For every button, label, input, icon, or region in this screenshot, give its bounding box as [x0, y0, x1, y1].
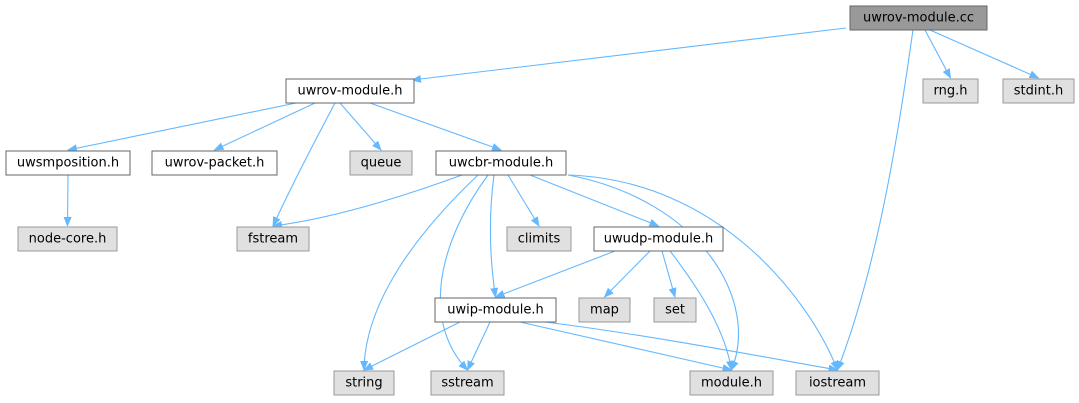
- node-uwip[interactable]: uwip-module.h: [434, 297, 557, 323]
- edge-uwrovh-to-fstream: [272, 102, 336, 227]
- node-climits: climits: [506, 226, 572, 252]
- edge-uwcbr-to-iostream: [567, 174, 839, 371]
- edge-root-to-stdint: [929, 29, 1040, 79]
- node-moduleh: module.h: [689, 370, 774, 396]
- edge-root-to-iostream: [836, 29, 914, 371]
- node-label: uwrov-module.cc: [863, 11, 974, 26]
- node-label: map: [590, 303, 619, 318]
- node-iostream: iostream: [795, 370, 880, 396]
- node-root[interactable]: uwrov-module.cc: [849, 5, 988, 31]
- node-label: climits: [518, 232, 561, 247]
- node-box: [333, 370, 395, 396]
- node-string: string: [333, 370, 395, 396]
- edge-uwcbr-to-string: [360, 174, 479, 371]
- node-label: uwrov-packet.h: [165, 156, 265, 171]
- node-label: string: [345, 376, 382, 391]
- node-queue: queue: [349, 150, 413, 176]
- node-sstream: sstream: [430, 370, 505, 396]
- edge-uwip-to-moduleh: [519, 321, 733, 372]
- node-box: [795, 370, 880, 396]
- node-box: [1002, 78, 1075, 104]
- edge-uwcbr-to-climits: [507, 174, 540, 227]
- node-box: [430, 370, 505, 396]
- node-rng: rng.h: [922, 78, 979, 104]
- node-label: uwcbr-module.h: [449, 156, 554, 171]
- node-uwrovpkt[interactable]: uwrov-packet.h: [151, 150, 278, 176]
- node-label: uwsmposition.h: [17, 156, 119, 171]
- edge-uwrovh-to-uwcbr: [369, 102, 502, 151]
- edge-uwudp-to-uwip: [494, 250, 616, 298]
- edge-uwudp-to-set: [661, 250, 677, 298]
- node-box: [349, 150, 413, 176]
- node-uwrovh[interactable]: uwrov-module.h: [285, 78, 415, 104]
- edge-uwcbr-to-moduleh: [567, 174, 739, 371]
- edge-uwcbr-to-fstream: [272, 174, 463, 229]
- node-uwudp[interactable]: uwudp-module.h: [593, 226, 724, 252]
- node-box: [653, 297, 697, 323]
- node-box: [593, 226, 724, 252]
- node-label: set: [665, 303, 685, 318]
- node-box: [506, 226, 572, 252]
- edge-uwip-to-string: [363, 321, 461, 371]
- node-label: uwrov-module.h: [297, 84, 402, 99]
- node-fstream: fstream: [236, 226, 310, 252]
- node-box: [435, 150, 567, 176]
- node-nodecore: node-core.h: [17, 226, 118, 252]
- node-stdint: stdint.h: [1002, 78, 1075, 104]
- node-box: [578, 297, 631, 323]
- node-label: uwip-module.h: [447, 303, 544, 318]
- node-label: sstream: [441, 376, 493, 391]
- node-box: [922, 78, 979, 104]
- edge-uwsm-to-nodecore: [63, 174, 72, 227]
- node-uwcbr[interactable]: uwcbr-module.h: [435, 150, 567, 176]
- node-label: fstream: [248, 232, 298, 247]
- node-map: map: [578, 297, 631, 323]
- edge-uwcbr-to-uwudp: [529, 174, 660, 227]
- node-uwsm[interactable]: uwsmposition.h: [5, 150, 131, 176]
- edge-uwip-to-sstream: [467, 321, 491, 371]
- edge-uwip-to-iostream: [544, 321, 839, 373]
- edge-uwudp-to-moduleh: [669, 250, 735, 371]
- node-label: queue: [361, 156, 402, 171]
- node-box: [5, 150, 131, 176]
- edge-uwrovh-to-uwrovpkt: [213, 102, 316, 151]
- edge-uwcbr-to-uwip: [489, 174, 499, 298]
- node-label: iostream: [809, 376, 866, 391]
- node-set: set: [653, 297, 697, 323]
- node-box: [434, 297, 557, 323]
- node-box: [849, 5, 988, 31]
- node-box: [151, 150, 278, 176]
- edge-root-to-uwrovh: [411, 27, 847, 83]
- node-box: [689, 370, 774, 396]
- node-layer: uwrov-module.cc rng.h stdint.h uwrov-module…: [5, 5, 1075, 396]
- node-label: stdint.h: [1014, 84, 1063, 99]
- node-label: rng.h: [934, 84, 968, 99]
- node-box: [17, 226, 118, 252]
- node-label: uwudp-module.h: [604, 232, 713, 247]
- node-box: [236, 226, 310, 252]
- edge-root-to-rng: [924, 29, 951, 79]
- node-label: module.h: [701, 376, 762, 391]
- node-box: [285, 78, 415, 104]
- edge-uwcbr-to-sstream: [439, 174, 489, 371]
- node-label: node-core.h: [29, 232, 107, 247]
- edge-uwrovh-to-uwsm: [67, 102, 297, 153]
- edge-uwrovh-to-queue: [339, 102, 382, 151]
- edge-uwudp-to-map: [603, 250, 651, 298]
- edge-layer: [63, 27, 1040, 373]
